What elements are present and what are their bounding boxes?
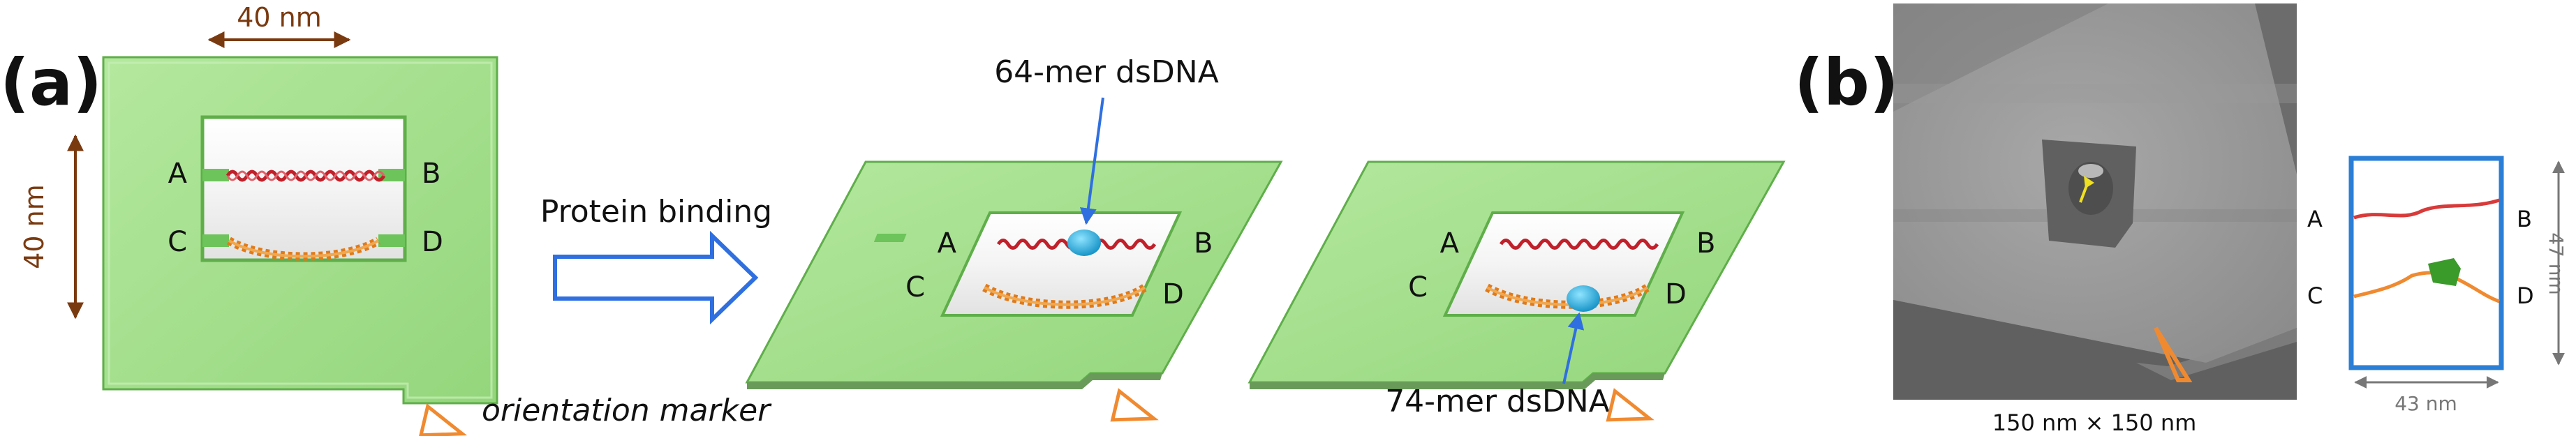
site-label-d-1: D	[1162, 278, 1184, 310]
origami-frame-bound-64	[745, 160, 1283, 389]
site-label-c: C	[168, 226, 187, 258]
site-label-d-2: D	[1665, 278, 1687, 310]
afm-scale-text: 150 nm × 150 nm	[1992, 409, 2197, 436]
dim-height-label: 40 nm	[19, 184, 50, 269]
afm-orientation-marker-icon	[2154, 326, 2193, 382]
orientation-marker-icon-2	[1606, 388, 1655, 422]
trace-site-label-a: A	[2307, 206, 2323, 232]
trace-dim-height-label: 47 nm	[2545, 232, 2568, 295]
afm-image	[1893, 3, 2297, 400]
site-label-a-1: A	[938, 227, 957, 260]
trace-site-label-d: D	[2517, 283, 2534, 309]
site-label-a: A	[168, 158, 188, 190]
label-74-mer: 74-mer dsDNA	[1385, 384, 1610, 419]
origami-frame-bound-74	[1248, 160, 1786, 389]
pointer-74-arrow	[1562, 312, 1585, 384]
trace-schematic	[2348, 156, 2504, 370]
trace-site-label-c: C	[2307, 283, 2323, 309]
protein-binding-label: Protein binding	[540, 194, 772, 230]
dim-width-label: 40 nm	[237, 2, 322, 33]
site-label-c-1: C	[905, 271, 925, 303]
panel-b-label: (b)	[1794, 45, 1899, 120]
site-label-b-2: B	[1696, 227, 1715, 260]
trace-dim-width-label: 43 nm	[2394, 392, 2457, 415]
protein-blob-icon-1	[1567, 285, 1600, 312]
site-label-b: B	[422, 158, 441, 190]
site-label-a-2: A	[1440, 227, 1460, 260]
protein-trace-icon	[2428, 258, 2461, 286]
trace-site-label-b: B	[2517, 206, 2532, 232]
protein-blob-icon	[1067, 230, 1101, 256]
orientation-marker-icon-1	[1110, 388, 1159, 422]
origami-frame-square	[102, 56, 498, 405]
protein-binding-arrow	[553, 230, 759, 325]
site-label-b-1: B	[1194, 227, 1213, 260]
site-label-c-2: C	[1408, 271, 1428, 303]
orientation-marker-icon	[418, 403, 468, 436]
pointer-64-arrow	[1079, 97, 1104, 225]
orientation-marker-label: orientation marker	[482, 393, 772, 428]
panel-a-label: (a)	[0, 45, 102, 120]
afm-yellow-arrowhead	[2084, 176, 2094, 188]
label-64-mer: 64-mer dsDNA	[994, 54, 1219, 90]
site-label-d: D	[422, 226, 443, 258]
